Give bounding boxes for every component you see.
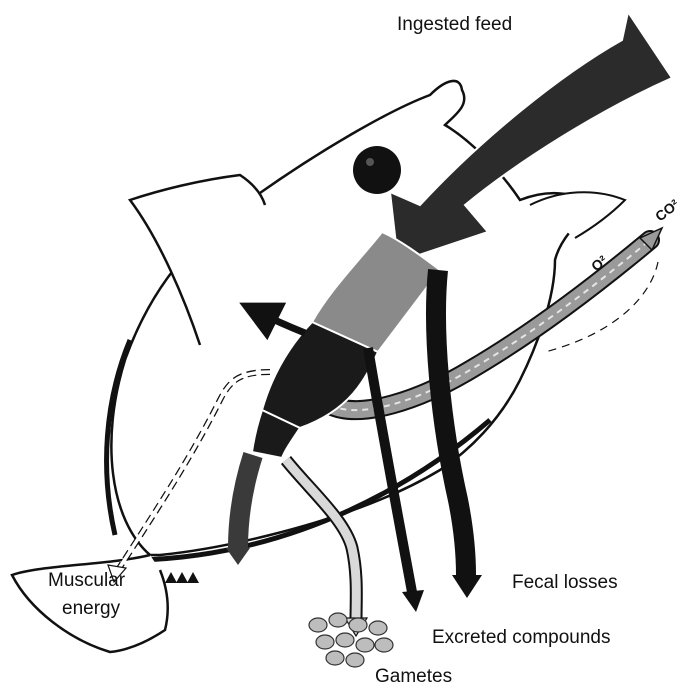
fecal-losses-label: Fecal losses	[512, 572, 618, 594]
co2-label: CO²	[652, 196, 682, 225]
muscular-energy-label-line1: Muscular	[48, 570, 125, 592]
ingested-feed-label: Ingested feed	[397, 14, 512, 36]
eye	[353, 146, 401, 194]
excreted-compounds-label: Excreted compounds	[432, 627, 611, 649]
muscular-energy-label-line2: energy	[62, 598, 120, 620]
gametes-cluster	[309, 613, 393, 667]
gametes-label: Gametes	[375, 666, 452, 688]
triangles	[165, 572, 199, 583]
